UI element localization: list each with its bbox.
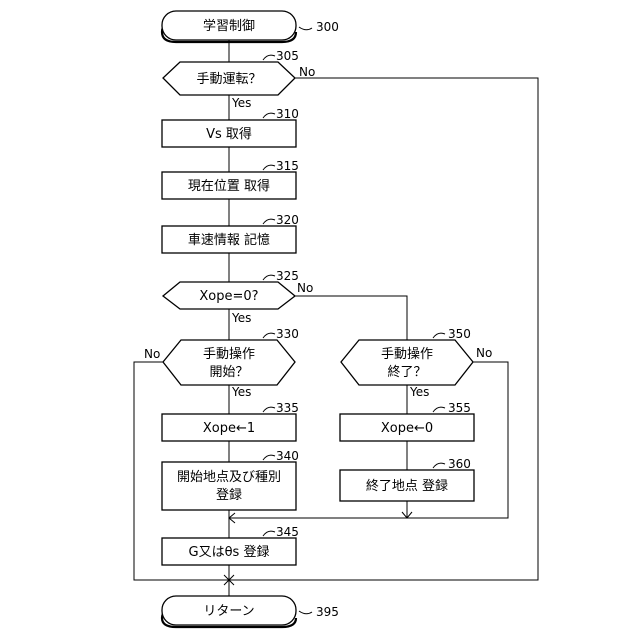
ref-350: 350 [448,327,471,341]
ref-355: 355 [448,401,471,415]
decision-xope-label: Xope=0? [199,289,258,304]
label-350-yes: Yes [409,385,429,399]
ref-335: 335 [276,401,299,415]
ref-300: 300 [316,20,339,34]
ref-340: 340 [276,449,299,463]
process-register-start-line2: 登録 [216,488,242,503]
ref-325: 325 [276,269,299,283]
ref-315: 315 [276,159,299,173]
process-position-acquire: 現在位置 取得 [162,172,296,199]
label-305-no: No [299,65,315,79]
process-xope-set-0: Xope←0 [340,414,474,441]
decision-op-end: 手動操作 終了？ [341,340,473,385]
label-350-no: No [476,346,492,360]
ref-330: 330 [276,327,299,341]
process-register-end: 終了地点 登録 [340,470,474,501]
process-vs-label: Vs 取得 [206,126,252,142]
label-325-yes: Yes [231,311,251,325]
decision-op-start-line2: 開始？ [209,365,248,380]
process-xope-set-1: Xope←1 [162,414,296,441]
decision-op-end-line1: 手動操作 [381,346,433,362]
label-305-yes: Yes [231,96,251,110]
process-speed-store: 車速情報 記憶 [162,226,296,253]
ref-360: 360 [448,457,471,471]
ref-320: 320 [276,213,299,227]
ref-310: 310 [276,107,299,121]
decision-manual-driving: 手動運転？ [163,62,295,95]
decision-op-start-line1: 手動操作 [203,346,255,362]
process-register-g: G又はθs 登録 [162,538,296,565]
process-register-start-line1: 開始地点及び種別 [177,469,281,485]
process-vs-acquire: Vs 取得 [162,120,296,147]
label-330-yes: Yes [231,385,251,399]
label-325-no: No [297,281,313,295]
end-terminal: リターン [162,596,296,627]
ref-395: 395 [316,605,339,619]
process-register-g-label: G又はθs 登録 [189,545,270,560]
process-xope1-label: Xope←1 [203,421,255,436]
process-register-start: 開始地点及び種別 登録 [162,462,296,510]
process-register-end-label: 終了地点 登録 [366,478,448,494]
start-terminal: 学習制御 [162,11,296,42]
decision-xope: Xope=0? [163,282,295,309]
end-label: リターン [203,604,254,619]
ref-305: 305 [276,49,299,63]
process-position-label: 現在位置 取得 [188,178,270,194]
ref-345: 345 [276,525,299,539]
decision-op-start: 手動操作 開始？ [163,340,295,385]
decision-op-end-line2: 終了？ [387,364,426,380]
label-330-no: No [144,347,160,361]
decision-manual-driving-label: 手動運転？ [196,72,261,87]
process-xope0-label: Xope←0 [381,421,433,436]
start-label: 学習制御 [203,18,255,34]
process-speed-label: 車速情報 記憶 [188,232,270,248]
